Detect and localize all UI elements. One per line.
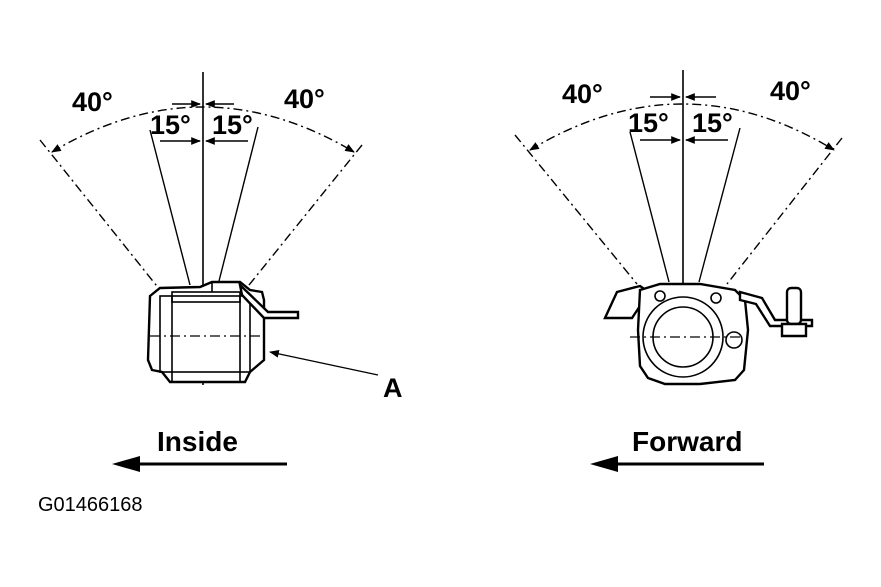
figure-code: G01466168	[38, 494, 143, 516]
right-direction-arrowhead	[590, 456, 618, 472]
right-40-line-right	[726, 137, 843, 285]
right-angle-outer-right-label: 40°	[770, 76, 811, 106]
left-15-line-right	[217, 126, 259, 286]
right-40-arc	[529, 103, 835, 151]
left-callout-a-leader	[269, 350, 379, 376]
left-angle-inner-right-label: 15°	[212, 110, 253, 140]
left-direction-arrowhead	[112, 456, 140, 472]
right-direction-label: Forward	[632, 426, 742, 457]
right-mount-body	[603, 282, 814, 386]
right-view: 40° 15° 15° 40° Forward	[514, 70, 843, 472]
right-40-line-left	[514, 134, 638, 285]
left-mount-body	[146, 280, 300, 384]
left-callout-a-label: A	[383, 373, 403, 403]
right-15-line-left	[629, 131, 670, 283]
left-40-line-right	[244, 144, 363, 291]
right-15-line-right	[698, 127, 741, 283]
right-angle-outer-left-label: 40°	[562, 79, 603, 109]
right-angle-inner-left-label: 15°	[628, 108, 669, 138]
left-view: 40° 15° 15° 40° A Inside	[39, 72, 403, 472]
left-angle-outer-right-label: 40°	[284, 84, 325, 114]
left-15-line-left	[149, 129, 191, 286]
left-40-line-left	[39, 139, 161, 291]
left-angle-outer-left-label: 40°	[72, 87, 113, 117]
left-direction-label: Inside	[157, 426, 238, 457]
right-angle-inner-right-label: 15°	[692, 108, 733, 138]
left-angle-inner-left-label: 15°	[150, 110, 191, 140]
left-40-arc	[51, 106, 355, 153]
